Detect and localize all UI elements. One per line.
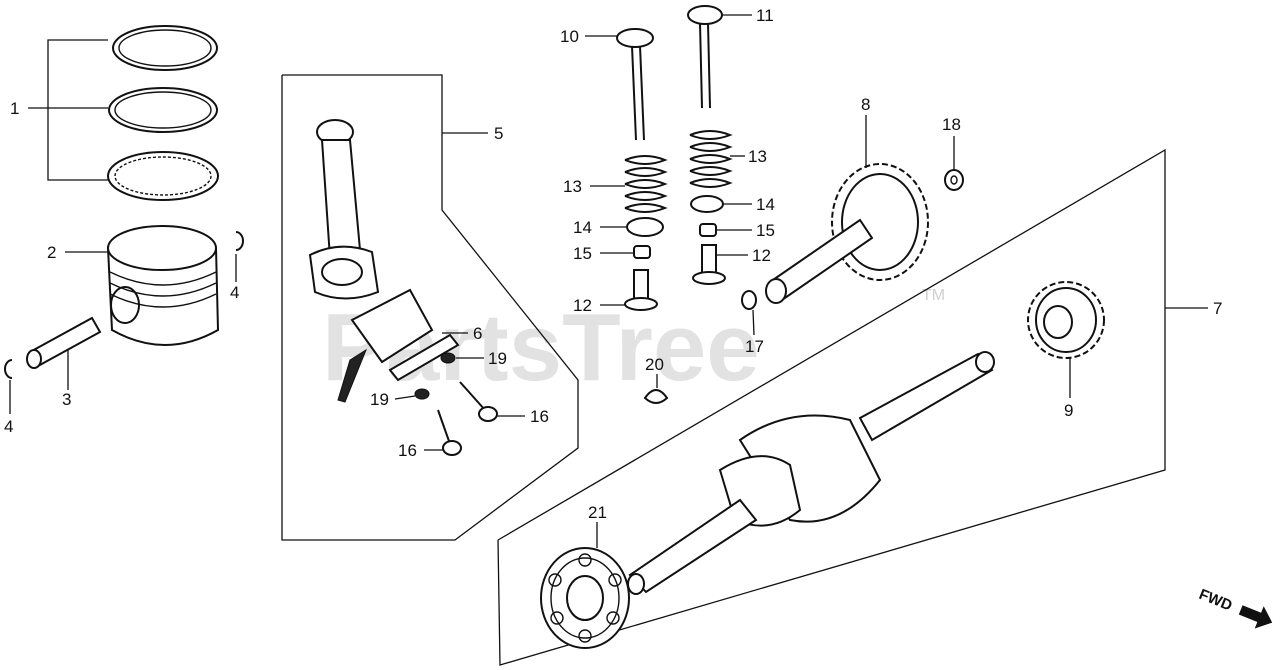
intake-valve xyxy=(616,28,654,141)
piston-pin-clip-left xyxy=(4,359,13,379)
part-label-12-left: 12 xyxy=(573,296,592,315)
forward-direction-marker: FWD xyxy=(1197,586,1273,629)
part-label-13-right: 13 xyxy=(748,147,767,166)
valve-spring-left xyxy=(624,155,668,213)
part-label-14-right: 14 xyxy=(756,195,775,214)
lock-plate xyxy=(388,333,460,382)
crankshaft-gear xyxy=(1027,281,1105,359)
part-label-7: 7 xyxy=(1213,299,1222,318)
rod-nut-upper xyxy=(440,352,456,364)
leader-19b xyxy=(394,395,416,400)
rod-nut-lower xyxy=(414,388,430,400)
thrust-washer xyxy=(741,290,757,310)
part-label-13-left: 13 xyxy=(563,177,582,196)
rod-bolt-upper xyxy=(459,381,498,422)
part-label-16-lower: 16 xyxy=(398,441,417,460)
watermark-trademark: TM xyxy=(922,287,945,304)
connecting-rod xyxy=(308,119,434,403)
spring-retainer-left xyxy=(626,217,664,237)
camshaft-washer xyxy=(944,169,964,191)
part-label-19-lower: 19 xyxy=(370,390,389,409)
valve-guide-right xyxy=(699,223,717,237)
part-label-15-left: 15 xyxy=(573,244,592,263)
part-label-18: 18 xyxy=(942,115,961,134)
part-label-21: 21 xyxy=(588,503,607,522)
ring-bracket-leader xyxy=(47,39,108,181)
valve-guide-left xyxy=(633,245,651,259)
rod-bolt-lower xyxy=(437,409,462,456)
part-label-12-right: 12 xyxy=(752,246,771,265)
exhaust-valve xyxy=(687,5,723,109)
camshaft-washer-hole xyxy=(950,175,958,185)
part-label-4-left: 4 xyxy=(4,417,13,436)
piston-pin-clip-right xyxy=(235,231,244,251)
fwd-label: FWD xyxy=(1197,586,1235,615)
part-label-1: 1 xyxy=(10,99,19,118)
connecting-rod-group-frame xyxy=(281,74,579,541)
part-label-10: 10 xyxy=(560,27,579,46)
camshaft xyxy=(765,163,929,304)
part-label-9: 9 xyxy=(1064,401,1073,420)
part-label-15-right: 15 xyxy=(756,221,775,240)
valve-tappet-right xyxy=(692,244,726,285)
part-label-11: 11 xyxy=(756,6,774,25)
part-label-20: 20 xyxy=(645,355,664,374)
valve-tappet-left xyxy=(624,269,658,311)
piston-ring-set xyxy=(107,25,219,201)
crankshaft xyxy=(627,351,995,595)
part-label-4-right: 4 xyxy=(230,283,239,302)
part-label-19-upper: 19 xyxy=(488,349,507,368)
part-label-5: 5 xyxy=(494,124,503,143)
piston xyxy=(106,225,220,346)
part-label-17: 17 xyxy=(745,337,764,356)
part-label-6: 6 xyxy=(473,324,482,343)
piston-pin xyxy=(26,316,102,369)
leader-17 xyxy=(752,309,755,336)
woodruff-key xyxy=(643,389,669,404)
part-label-8: 8 xyxy=(861,95,870,114)
valve-spring-right xyxy=(689,130,733,188)
ball-bearing xyxy=(540,547,630,649)
part-label-14-left: 14 xyxy=(573,218,592,237)
spring-retainer-right xyxy=(690,195,724,213)
part-label-2: 2 xyxy=(47,243,56,262)
part-label-16-upper: 16 xyxy=(530,407,549,426)
forward-arrow-icon xyxy=(1238,605,1273,629)
crankshaft-group-frame xyxy=(497,148,1166,666)
part-label-3: 3 xyxy=(62,390,71,409)
